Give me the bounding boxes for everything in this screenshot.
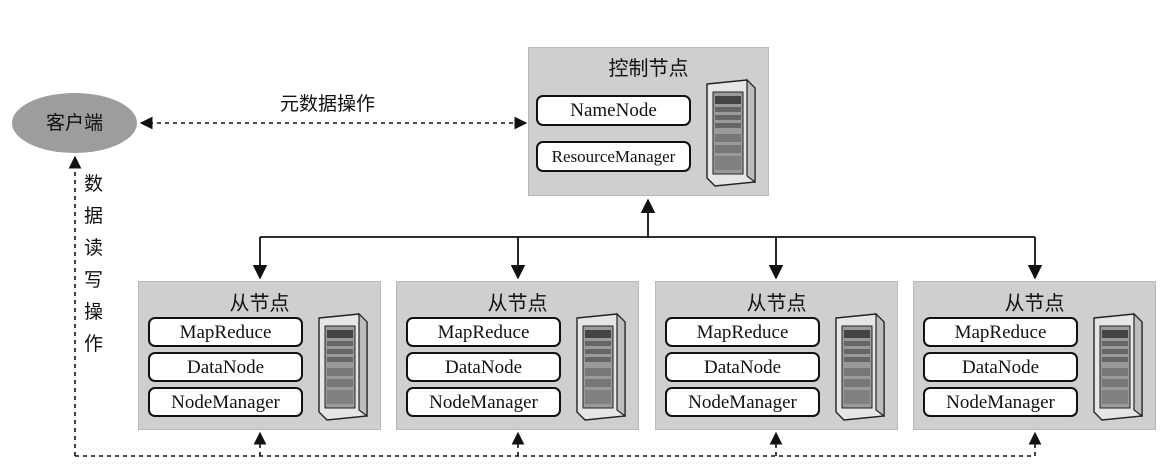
slave-node-panel-4: 从节点 MapReduce DataNode NodeManager: [913, 281, 1156, 430]
control-node-title: 控制节点: [608, 56, 689, 80]
server-icon: [706, 78, 756, 187]
datanode-box: DataNode: [148, 352, 303, 382]
nodemanager-box: NodeManager: [148, 387, 303, 417]
resourcemanager-box: ResourceManager: [536, 141, 691, 172]
client-node: 客户端: [12, 93, 137, 153]
nodemanager-box: NodeManager: [406, 387, 561, 417]
control-node-panel: 控制节点 NameNode ResourceManager: [528, 47, 769, 196]
slave-node-title: 从节点: [487, 291, 548, 315]
nodemanager-box: NodeManager: [665, 387, 820, 417]
data-rw-label: 数据读写操作: [84, 173, 104, 355]
mapreduce-box: MapReduce: [148, 317, 303, 347]
slave-node-panel-1: 从节点 MapReduce DataNode NodeManager: [138, 281, 381, 430]
mapreduce-box: MapReduce: [665, 317, 820, 347]
server-icon: [576, 312, 626, 421]
datanode-box: DataNode: [665, 352, 820, 382]
server-icon: [318, 312, 368, 421]
slave-node-title: 从节点: [229, 291, 290, 315]
server-icon: [1093, 312, 1143, 421]
nodemanager-box: NodeManager: [923, 387, 1078, 417]
datanode-box: DataNode: [406, 352, 561, 382]
namenode-box: NameNode: [536, 95, 691, 126]
mapreduce-box: MapReduce: [923, 317, 1078, 347]
slave-node-panel-3: 从节点 MapReduce DataNode NodeManager: [655, 281, 898, 430]
slave-node-title: 从节点: [746, 291, 807, 315]
slave-node-panel-2: 从节点 MapReduce DataNode NodeManager: [396, 281, 639, 430]
slave-node-title: 从节点: [1004, 291, 1065, 315]
client-label: 客户端: [45, 112, 103, 134]
mapreduce-box: MapReduce: [406, 317, 561, 347]
server-icon: [835, 312, 885, 421]
metadata-label: 元数据操作: [280, 93, 376, 115]
datanode-box: DataNode: [923, 352, 1078, 382]
